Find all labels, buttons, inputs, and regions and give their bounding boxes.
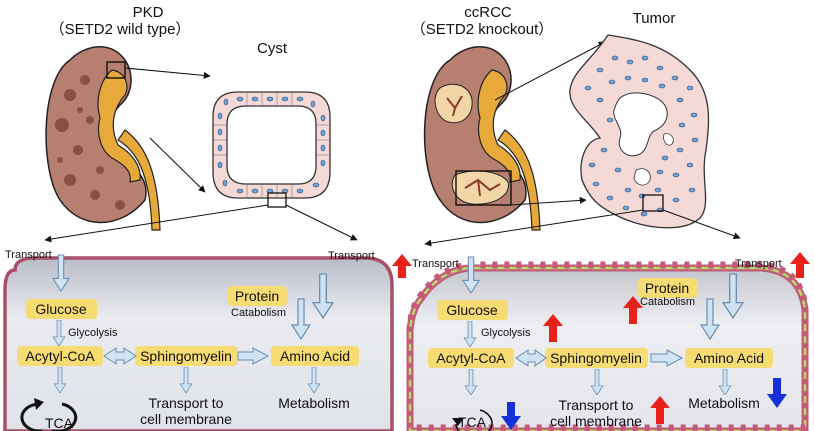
right-amino-box <box>685 348 773 368</box>
right-sphingo-box <box>545 348 648 368</box>
right-subtitle: （SETD2 knockout） <box>411 21 554 38</box>
left-transport-out: Transport <box>328 250 375 262</box>
left-tca: TCA <box>45 415 74 431</box>
left-subtitle: （SETD2 wild type） <box>50 21 191 38</box>
down-arrow-icon-metabolism <box>767 378 787 408</box>
right-acetyl: Acytyl-CoA <box>436 350 506 366</box>
left-glucose: Glucose <box>35 301 87 317</box>
left-catabolism: Catabolism <box>231 307 286 319</box>
right-protein: Protein <box>645 280 689 296</box>
right-acetyl-box <box>428 348 514 368</box>
pkd-kidney <box>45 46 211 231</box>
right-metabolism: Metabolism <box>688 395 760 411</box>
left-sphingo-box <box>135 346 237 366</box>
left-acetyl: Acytyl-CoA <box>25 348 95 364</box>
right-title: ccRCC <box>464 4 512 21</box>
up-arrow-icon-transport-out <box>790 252 810 278</box>
right-transport-in: Transport <box>412 258 459 270</box>
right-protein-box <box>638 278 697 298</box>
left-transport-in: Transport <box>5 249 52 261</box>
right-glycolysis: Glycolysis <box>481 327 531 339</box>
up-arrow-icon-protein <box>623 296 643 324</box>
left-amino-box <box>271 346 359 366</box>
tumor-illustration <box>424 34 741 247</box>
right-sphingo: Sphingomyelin <box>550 350 642 366</box>
left-sphingo: Sphingomyelin <box>140 348 232 364</box>
up-arrow-icon-membrane <box>650 396 670 424</box>
left-glucose-box <box>26 299 97 319</box>
left-glycolysis: Glycolysis <box>68 327 118 339</box>
right-tca: TCA <box>458 414 487 430</box>
left-membrane-2: cell membrane <box>140 411 232 427</box>
pkd-cell <box>3 256 394 431</box>
left-metabolism: Metabolism <box>278 395 350 411</box>
right-membrane-1: Transport to <box>559 397 634 413</box>
left-title: PKD <box>133 4 164 21</box>
left-membrane-1: Transport to <box>149 395 224 411</box>
right-membrane-2: cell membrane <box>550 413 642 429</box>
right-transport-out: Transport <box>735 258 782 270</box>
up-arrow-icons <box>392 252 810 424</box>
down-arrow-icons <box>501 378 787 430</box>
tumor-label: Tumor <box>633 10 676 27</box>
up-arrow-icon-glycolysis <box>543 314 563 342</box>
left-protein-box <box>228 286 287 306</box>
down-arrow-icon-tca <box>501 402 521 430</box>
left-amino: Amino Acid <box>280 348 350 364</box>
cyst-label: Cyst <box>257 40 288 57</box>
right-catabolism: Catabolism <box>640 296 695 308</box>
cyst-illustration <box>44 91 358 243</box>
right-amino: Amino Acid <box>694 350 764 366</box>
right-glucose-box <box>437 300 508 320</box>
up-arrow-icon-transport-in <box>392 254 412 278</box>
ccrcc-kidney <box>423 41 606 231</box>
right-glucose: Glucose <box>446 302 498 318</box>
left-protein: Protein <box>235 288 279 304</box>
left-acetyl-box <box>17 346 103 366</box>
